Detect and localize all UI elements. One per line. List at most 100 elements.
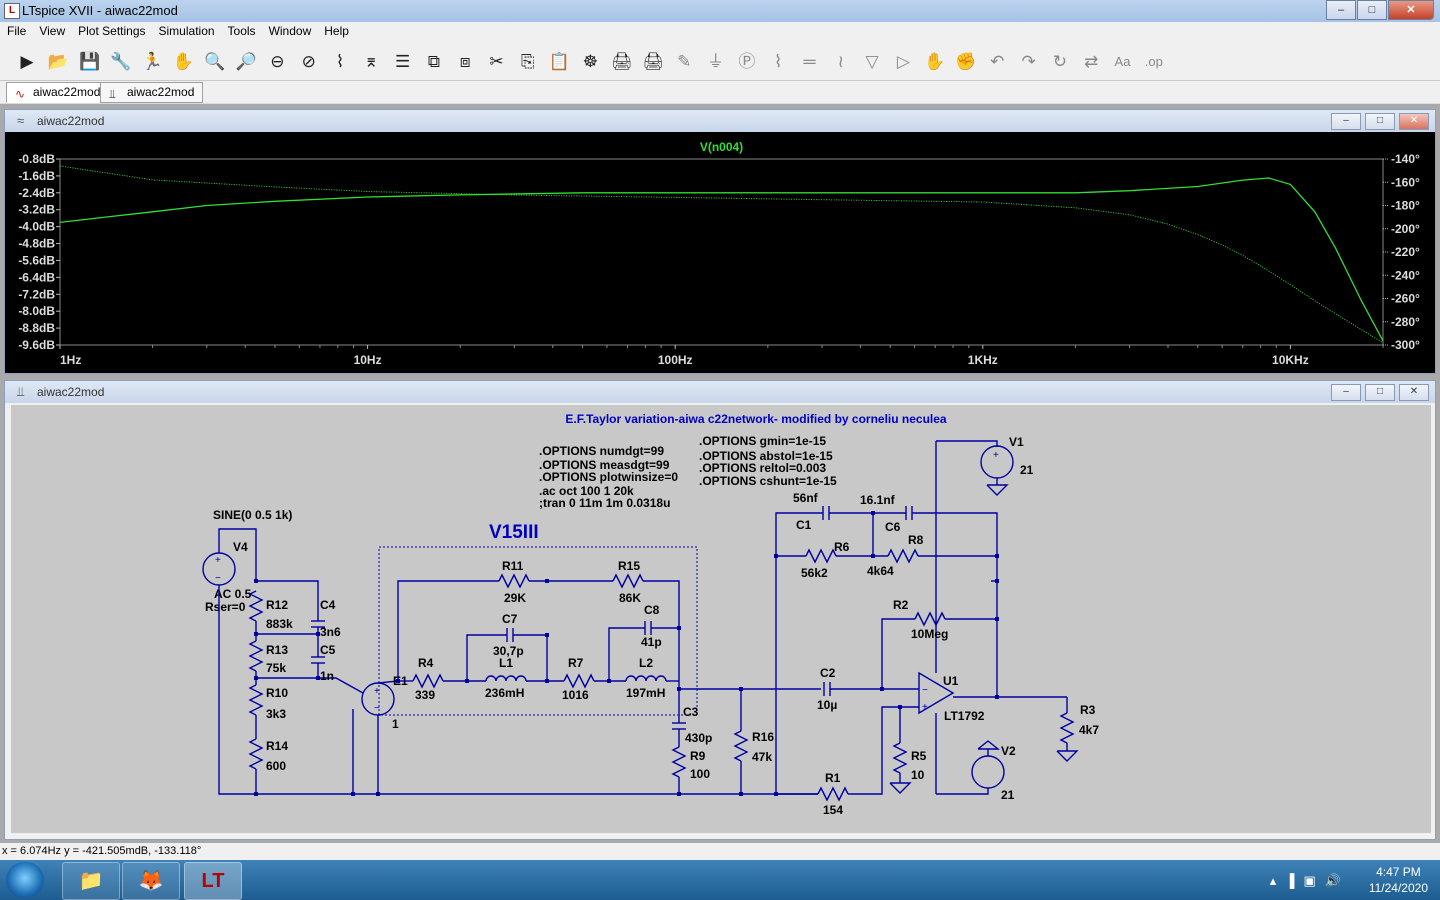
diode-icon[interactable]: ▽ bbox=[865, 52, 879, 71]
resistor-r11[interactable] bbox=[498, 573, 530, 589]
pane-restore-button[interactable]: □ bbox=[1365, 113, 1395, 130]
schematic-canvas[interactable]: E.F.Taylor variation-aiwa c22network- mo… bbox=[11, 405, 1431, 833]
schematic-pane-title: aiwac22mod bbox=[37, 385, 105, 399]
menu-plot-settings[interactable]: Plot Settings bbox=[78, 24, 146, 38]
schematic-drawing[interactable]: E.F.Taylor variation-aiwa c22network- mo… bbox=[11, 405, 1431, 833]
capacitor-icon[interactable]: ═ bbox=[803, 52, 816, 71]
ltspice-taskbar-icon[interactable]: LT bbox=[184, 862, 242, 900]
resistor-r5[interactable] bbox=[892, 742, 908, 774]
zoom-cancel-icon[interactable]: ⊘ bbox=[301, 52, 316, 71]
pane-restore-button[interactable]: □ bbox=[1365, 384, 1395, 401]
clock[interactable]: 4:47 PM 11/24/2020 bbox=[1369, 864, 1428, 896]
schematic-pane[interactable]: ⫫ aiwac22mod – □ ✕ E.F.Taylor variation-… bbox=[4, 380, 1436, 840]
move-icon[interactable]: ✋ bbox=[924, 52, 946, 71]
pane-close-button[interactable]: ✕ bbox=[1399, 113, 1429, 130]
window-title-bar[interactable]: L LTspice XVII - aiwac22mod – □ ✕ bbox=[0, 0, 1440, 22]
resistor-r6[interactable] bbox=[805, 548, 837, 564]
resistor-icon[interactable]: ⌇ bbox=[774, 52, 783, 71]
trace-label[interactable]: V(n004) bbox=[700, 140, 743, 154]
pane-close-button[interactable]: ✕ bbox=[1399, 384, 1429, 401]
print-icon[interactable]: 🖨 bbox=[610, 52, 633, 71]
tab-waveform[interactable]: ∿ aiwac22mod bbox=[6, 82, 110, 103]
copy-icon[interactable]: ⎘ bbox=[520, 52, 535, 71]
undo-icon[interactable]: ↶ bbox=[990, 52, 1005, 71]
print-setup-icon[interactable]: 🖨 bbox=[642, 52, 664, 71]
autorange-icon[interactable]: ⌇ bbox=[335, 52, 345, 71]
cut-icon[interactable]: ✂ bbox=[489, 52, 504, 71]
text-icon[interactable]: Aa bbox=[1114, 54, 1131, 69]
resistor-r3[interactable] bbox=[1059, 712, 1075, 744]
menu-simulation[interactable]: Simulation bbox=[158, 24, 215, 38]
wire-icon[interactable]: ✎ bbox=[677, 52, 692, 71]
resistor-r10[interactable] bbox=[248, 684, 264, 716]
resistor-r16[interactable] bbox=[733, 730, 749, 762]
find-icon[interactable]: ☸ bbox=[582, 52, 599, 71]
pane-minimize-button[interactable]: – bbox=[1331, 113, 1361, 130]
menu-window[interactable]: Window bbox=[268, 24, 312, 38]
resistor-r13[interactable] bbox=[248, 640, 264, 672]
resistor-r2[interactable] bbox=[914, 611, 946, 627]
phase-trace[interactable] bbox=[59, 165, 1384, 344]
resistor-r15[interactable] bbox=[612, 573, 644, 589]
close-all-icon[interactable]: ⧈ bbox=[459, 52, 471, 71]
spice-directive-icon[interactable]: .op bbox=[1144, 54, 1163, 69]
waveform-icon: ∿ bbox=[15, 87, 26, 101]
file-explorer-icon[interactable]: 📁 bbox=[62, 862, 120, 900]
run-icon[interactable]: ▶ bbox=[20, 52, 34, 71]
menu-view[interactable]: View bbox=[39, 24, 66, 38]
value-r6: 56k2 bbox=[801, 566, 828, 580]
opamp-u1[interactable] bbox=[918, 671, 955, 715]
waveform-plot[interactable]: V(n004)-0.8dB-1.6dB-2.4dB-3.2dB-4.0dB-4.… bbox=[5, 132, 1435, 373]
resistor-r1[interactable] bbox=[817, 786, 849, 802]
spice-directives-b[interactable]: .OPTIONS gmin=1e-15 .OPTIONS abstol=1e-1… bbox=[699, 434, 837, 488]
zoom-area-icon[interactable]: 🔎 bbox=[235, 52, 257, 71]
paste-icon[interactable]: 📋 bbox=[548, 52, 570, 71]
inductor-l2[interactable] bbox=[625, 675, 667, 682]
mirror-icon[interactable]: ⇄ bbox=[1084, 52, 1099, 71]
resistor-r12[interactable] bbox=[248, 590, 264, 622]
firefox-icon[interactable]: 🦊 bbox=[122, 862, 180, 900]
resistor-r4[interactable] bbox=[412, 673, 444, 689]
resistor-r7[interactable] bbox=[563, 673, 595, 689]
zoom-in-icon[interactable]: 🔍 bbox=[204, 52, 226, 71]
fft-icon[interactable]: ⌆ bbox=[364, 52, 379, 71]
inductor-icon[interactable]: ≀ bbox=[837, 52, 844, 71]
label-net-icon[interactable]: Ⓟ bbox=[738, 52, 756, 71]
waveform-pane-titlebar[interactable]: ≈ aiwac22mod – □ ✕ bbox=[5, 110, 1435, 132]
resistor-r8[interactable] bbox=[887, 548, 919, 564]
close-button[interactable]: ✕ bbox=[1388, 0, 1434, 20]
pane-minimize-button[interactable]: – bbox=[1331, 384, 1361, 401]
maximize-button[interactable]: □ bbox=[1357, 0, 1387, 20]
source-v2[interactable] bbox=[971, 755, 1005, 789]
label-l1: L1 bbox=[499, 656, 513, 670]
magnitude-trace[interactable] bbox=[59, 177, 1384, 342]
rotate-icon[interactable]: ↻ bbox=[1052, 52, 1068, 71]
spice-directives-a[interactable]: .OPTIONS numdgt=99 .OPTIONS measdgt=99 .… bbox=[539, 444, 678, 510]
cascade-icon[interactable]: ⧉ bbox=[427, 52, 440, 71]
component-icon[interactable]: ▷ bbox=[896, 52, 910, 71]
run-man-icon[interactable]: 🏃 bbox=[141, 52, 163, 71]
menu-help[interactable]: Help bbox=[324, 24, 349, 38]
tile-horizontal-icon[interactable]: ☰ bbox=[394, 52, 411, 71]
menu-tools[interactable]: Tools bbox=[227, 24, 256, 38]
resistor-r14[interactable] bbox=[248, 738, 264, 770]
value-c8: 41p bbox=[641, 635, 662, 649]
redo-icon[interactable]: ↷ bbox=[1021, 52, 1036, 71]
drag-icon[interactable]: ✊ bbox=[955, 52, 977, 71]
tab-schematic[interactable]: ⫫ aiwac22mod bbox=[100, 82, 204, 103]
open-folder-icon[interactable]: 📂 bbox=[47, 52, 69, 71]
schematic-pane-titlebar[interactable]: ⫫ aiwac22mod – □ ✕ bbox=[5, 381, 1435, 403]
resistor-r9[interactable] bbox=[671, 746, 687, 778]
control-panel-icon[interactable]: 🔧 bbox=[110, 52, 132, 71]
minimize-button[interactable]: – bbox=[1326, 0, 1356, 20]
inductor-l1[interactable] bbox=[485, 675, 527, 682]
ground-icon[interactable]: ⏚ bbox=[707, 52, 725, 71]
tray-icons[interactable]: ▴▐▣🔊 bbox=[1269, 873, 1350, 888]
plot-area[interactable]: V(n004)-0.8dB-1.6dB-2.4dB-3.2dB-4.0dB-4.… bbox=[5, 132, 1435, 373]
start-button[interactable] bbox=[6, 862, 44, 898]
pan-hand-icon[interactable]: ✋ bbox=[172, 52, 195, 71]
menu-file[interactable]: File bbox=[7, 24, 27, 38]
zoom-out-icon[interactable]: ⊖ bbox=[270, 52, 285, 71]
waveform-pane[interactable]: ≈ aiwac22mod – □ ✕ V(n004)-0.8dB-1.6dB-2… bbox=[4, 109, 1436, 374]
save-icon[interactable]: 💾 bbox=[79, 52, 101, 71]
